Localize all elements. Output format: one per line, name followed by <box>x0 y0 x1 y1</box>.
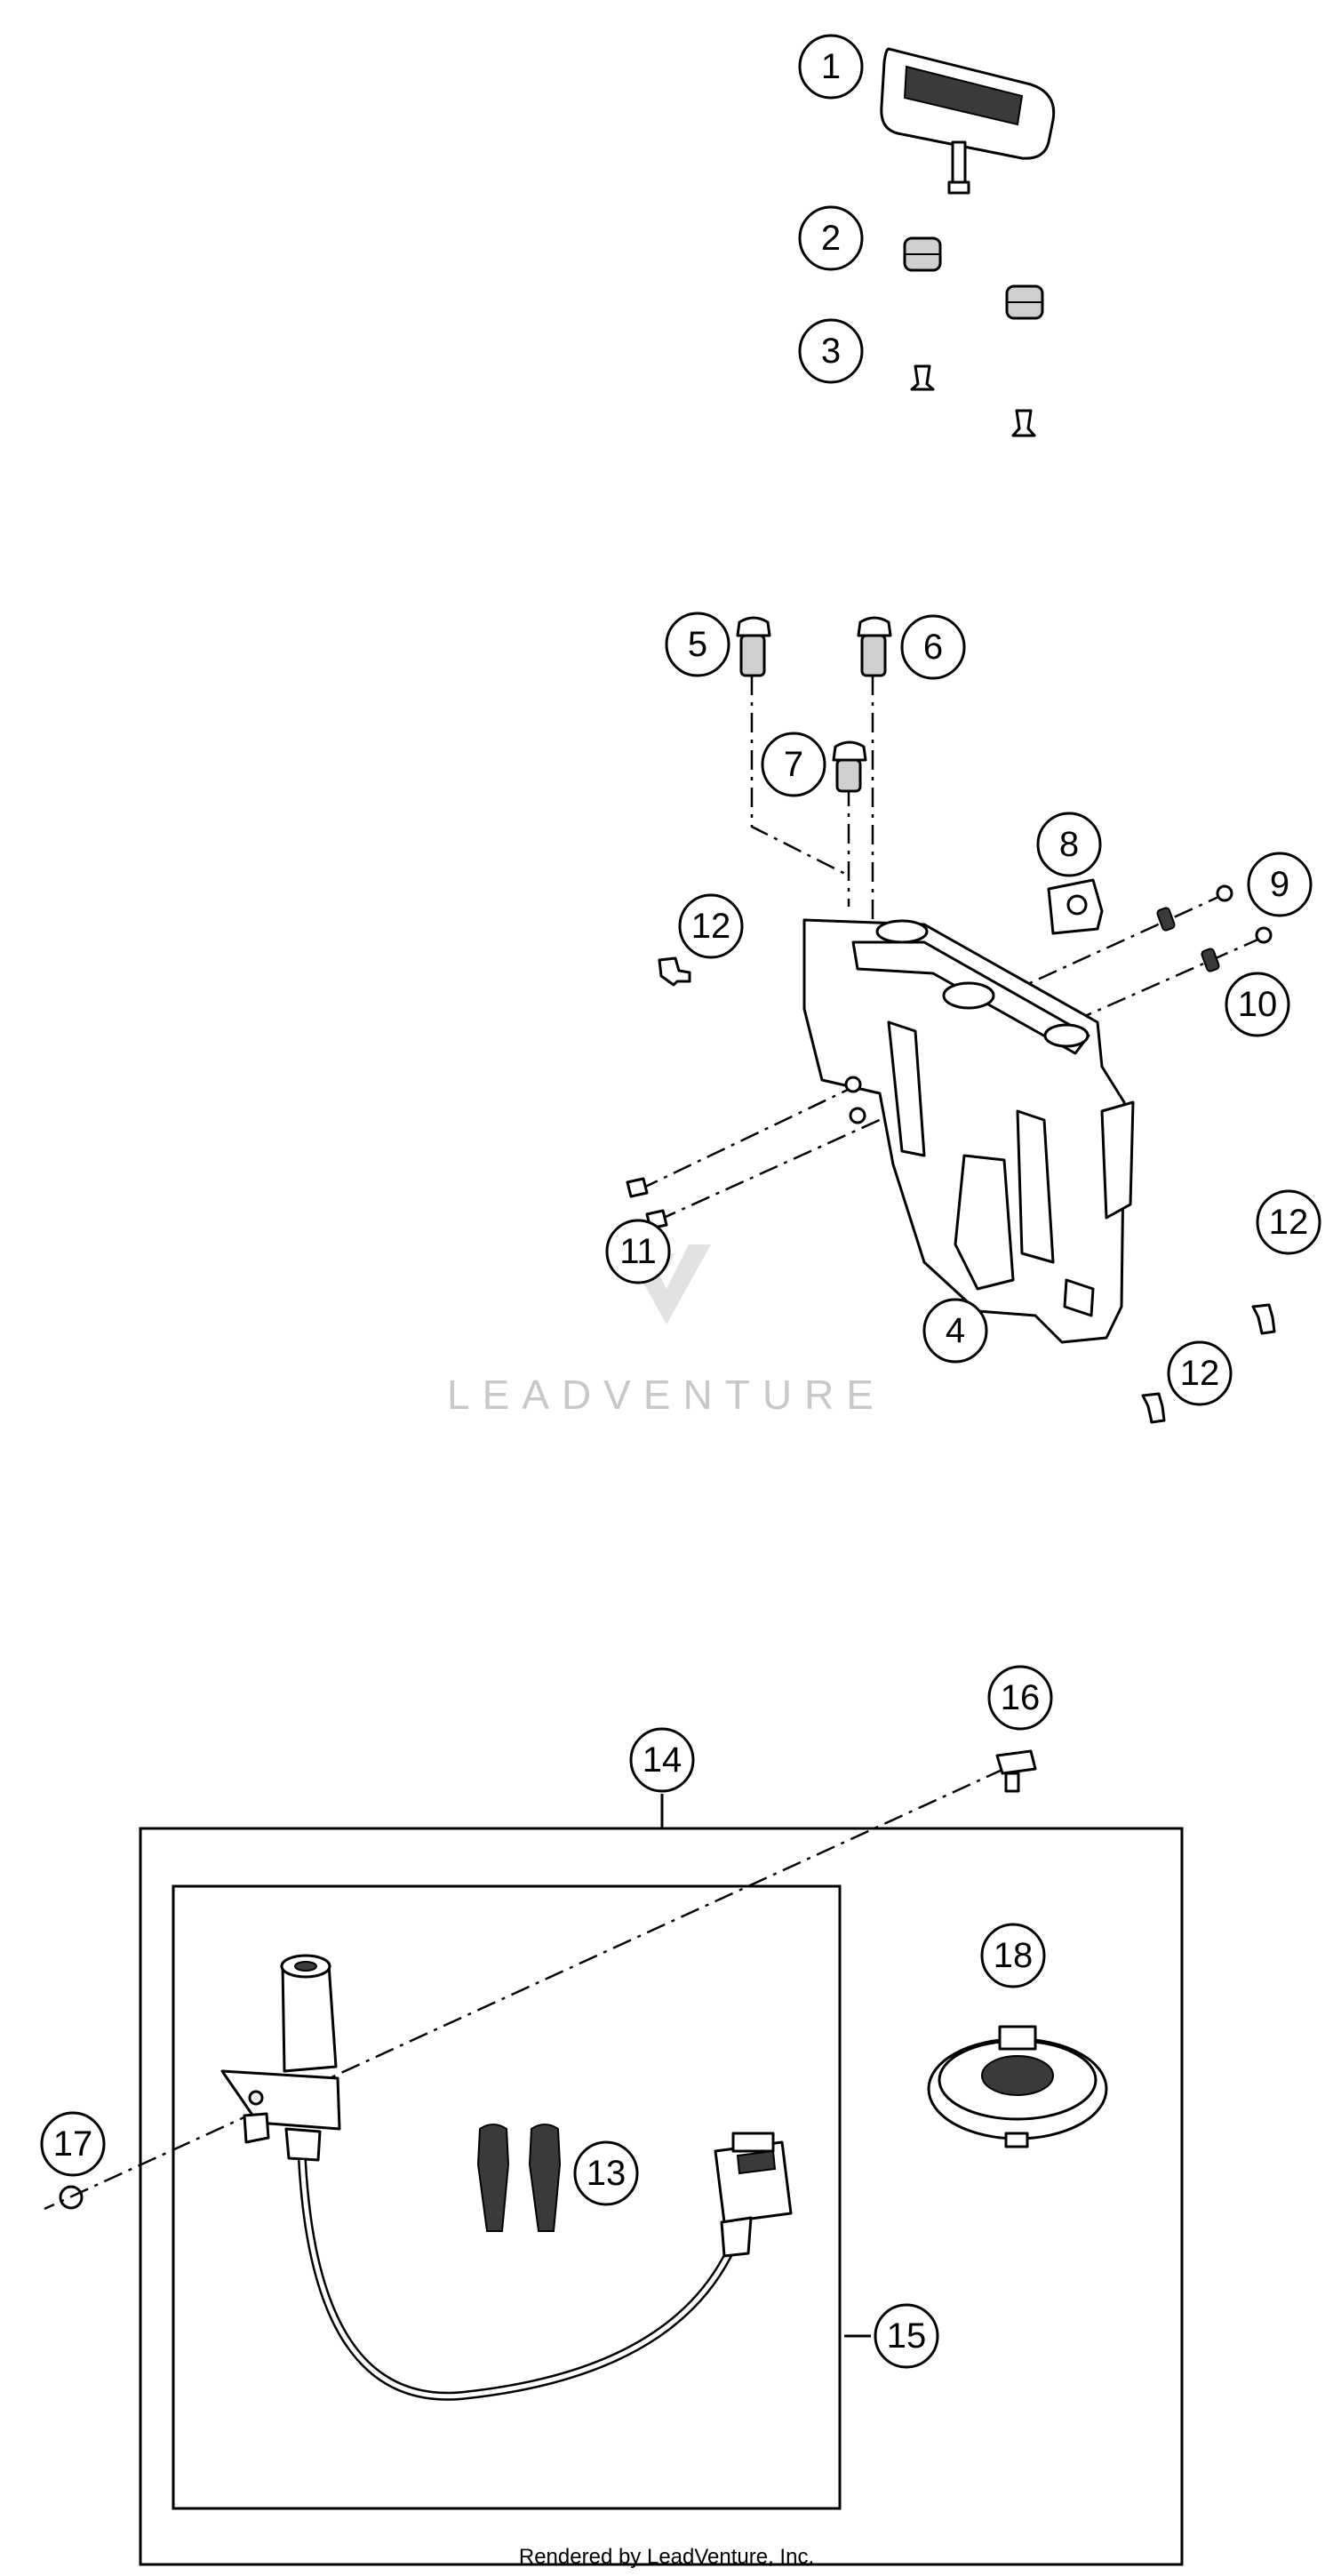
grommet-part[interactable] <box>903 236 1044 320</box>
svg-text:10: 10 <box>1238 985 1278 1024</box>
callout-1: 1 <box>798 34 864 100</box>
callout-12b: 12 <box>1256 1189 1321 1255</box>
callout-15: 15 <box>874 2303 939 2369</box>
svg-text:1: 1 <box>821 47 841 86</box>
svg-text:16: 16 <box>1001 1678 1041 1717</box>
rubber-bushing-7-part[interactable] <box>832 740 867 793</box>
callout-10: 10 <box>1225 972 1290 1037</box>
svg-text:13: 13 <box>587 2154 627 2193</box>
callout-5: 5 <box>665 612 730 677</box>
svg-text:12: 12 <box>691 907 731 946</box>
callout-7: 7 <box>761 732 826 797</box>
mounting-bracket-part[interactable] <box>802 918 1135 1344</box>
callout-11: 11 <box>605 1219 671 1284</box>
screw-12-part[interactable] <box>658 956 1276 1424</box>
kit-inner-box <box>172 1884 842 2510</box>
callout-4: 4 <box>922 1298 988 1364</box>
callout-6: 6 <box>900 614 966 680</box>
callout-12c: 12 <box>1167 1340 1233 1406</box>
svg-text:9: 9 <box>1270 865 1289 904</box>
svg-text:18: 18 <box>994 1936 1034 1975</box>
svg-text:11: 11 <box>619 1232 657 1271</box>
callout-17: 17 <box>40 2111 106 2177</box>
svg-text:3: 3 <box>821 332 841 371</box>
screw-part[interactable] <box>910 364 1036 437</box>
clip-8-part[interactable] <box>1047 878 1104 935</box>
footer-credit: Rendered by LeadVenture, Inc. <box>519 2545 814 2569</box>
callout-18: 18 <box>980 1923 1046 1988</box>
svg-text:12: 12 <box>1269 1203 1309 1242</box>
connector-part[interactable] <box>714 2132 793 2258</box>
callout-12a: 12 <box>678 893 744 959</box>
callout-16: 16 <box>987 1665 1053 1731</box>
fuel-cap-part[interactable] <box>927 2025 1108 2148</box>
retaining-ring-part[interactable] <box>59 2185 84 2210</box>
ignition-lock-part[interactable] <box>220 1954 341 2162</box>
svg-text:4: 4 <box>946 1311 965 1350</box>
washer-9-part[interactable] <box>1156 884 1233 932</box>
svg-text:6: 6 <box>923 628 943 667</box>
svg-text:7: 7 <box>784 745 803 784</box>
callout-3: 3 <box>798 318 864 384</box>
dashboard-part[interactable] <box>880 47 1056 195</box>
svg-text:12: 12 <box>1180 1354 1220 1393</box>
rubber-bushing-6-part[interactable] <box>857 616 892 677</box>
watermark-text: LEADVENTURE <box>447 1372 886 1418</box>
svg-text:17: 17 <box>53 2124 93 2164</box>
callout-14: 14 <box>629 1727 695 1793</box>
callout-8: 8 <box>1036 812 1102 877</box>
bolt-16-part[interactable] <box>995 1749 1037 1793</box>
svg-text:14: 14 <box>643 1740 682 1780</box>
callout-13: 13 <box>573 2140 639 2206</box>
callout-2: 2 <box>798 205 864 271</box>
svg-text:2: 2 <box>821 219 841 258</box>
svg-text:15: 15 <box>887 2316 927 2356</box>
key-blank-part[interactable] <box>476 2124 562 2232</box>
ignition-cable <box>298 2159 738 2401</box>
svg-text:5: 5 <box>688 625 707 664</box>
rubber-bushing-5-part[interactable] <box>736 616 771 677</box>
washer-10-part[interactable] <box>1201 926 1273 972</box>
leader-line-bottom <box>44 1767 1005 2211</box>
callout-9: 9 <box>1247 852 1313 917</box>
svg-text:8: 8 <box>1059 825 1079 864</box>
